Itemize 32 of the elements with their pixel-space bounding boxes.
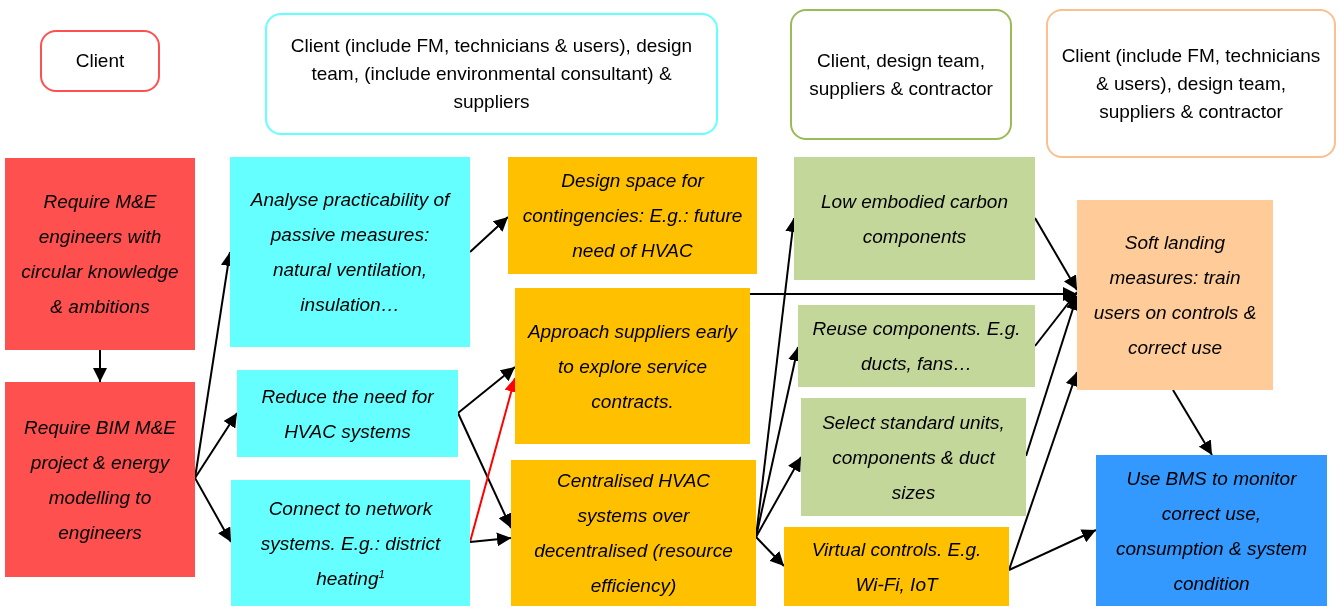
arrow: [469, 216, 509, 253]
process-box: Use BMS to monitor correct use, consumption & system condition: [1096, 455, 1327, 606]
arrow: [457, 366, 516, 414]
arrow: [755, 456, 802, 538]
process-box: Design space for contingencies: E.g.: future need of HVAC: [508, 157, 757, 274]
process-box: Virtual controls. E.g. Wi-Fi, IoT: [784, 527, 1009, 606]
process-box: Reduce the need for HVAC systems: [237, 370, 458, 457]
arrow: [1172, 389, 1213, 456]
process-box: Require M&E engineers with circular knowledge & ambitions: [5, 158, 195, 350]
arrow: [1008, 529, 1097, 571]
arrow: [749, 287, 1078, 301]
stakeholder-box: Client, design team, suppliers & contractor: [790, 9, 1012, 140]
process-box: Low embodied carbon components: [794, 157, 1035, 280]
process-box: Require BIM M&E project & energy modelling to engineers: [5, 382, 195, 577]
process-box: Analyse practicability of passive measures: natural ventilation, insulation…: [230, 157, 470, 347]
arrow: [1034, 291, 1078, 347]
arrow: [755, 536, 785, 567]
process-box: Reuse components. E.g. ducts, fans…: [798, 305, 1035, 387]
arrow: [469, 532, 512, 547]
process-box: Connect to network systems. E.g.: district heating$^{1}$: [231, 480, 470, 606]
process-box: Select standard units, components & duct sizes: [801, 398, 1026, 516]
arrow: [457, 412, 512, 529]
process-box: Centralised HVAC systems over decentralised (resource efficiency): [511, 460, 756, 606]
arrow: [93, 349, 107, 383]
process-box: Approach suppliers early to explore service contracts.: [515, 288, 750, 444]
stakeholder-box: Client: [40, 30, 160, 92]
stakeholder-box: Client (include FM, technicians & users), design team, (include environmental consultant) & suppliers: [265, 13, 718, 135]
process-box: Soft landing measures: train users on controls & correct use: [1077, 200, 1273, 390]
arrow: [194, 477, 232, 543]
arrow: [1034, 217, 1078, 291]
stakeholder-box: Client (include FM, technicians & users), design team, suppliers & contractor: [1046, 9, 1336, 158]
arrow: [194, 412, 238, 479]
